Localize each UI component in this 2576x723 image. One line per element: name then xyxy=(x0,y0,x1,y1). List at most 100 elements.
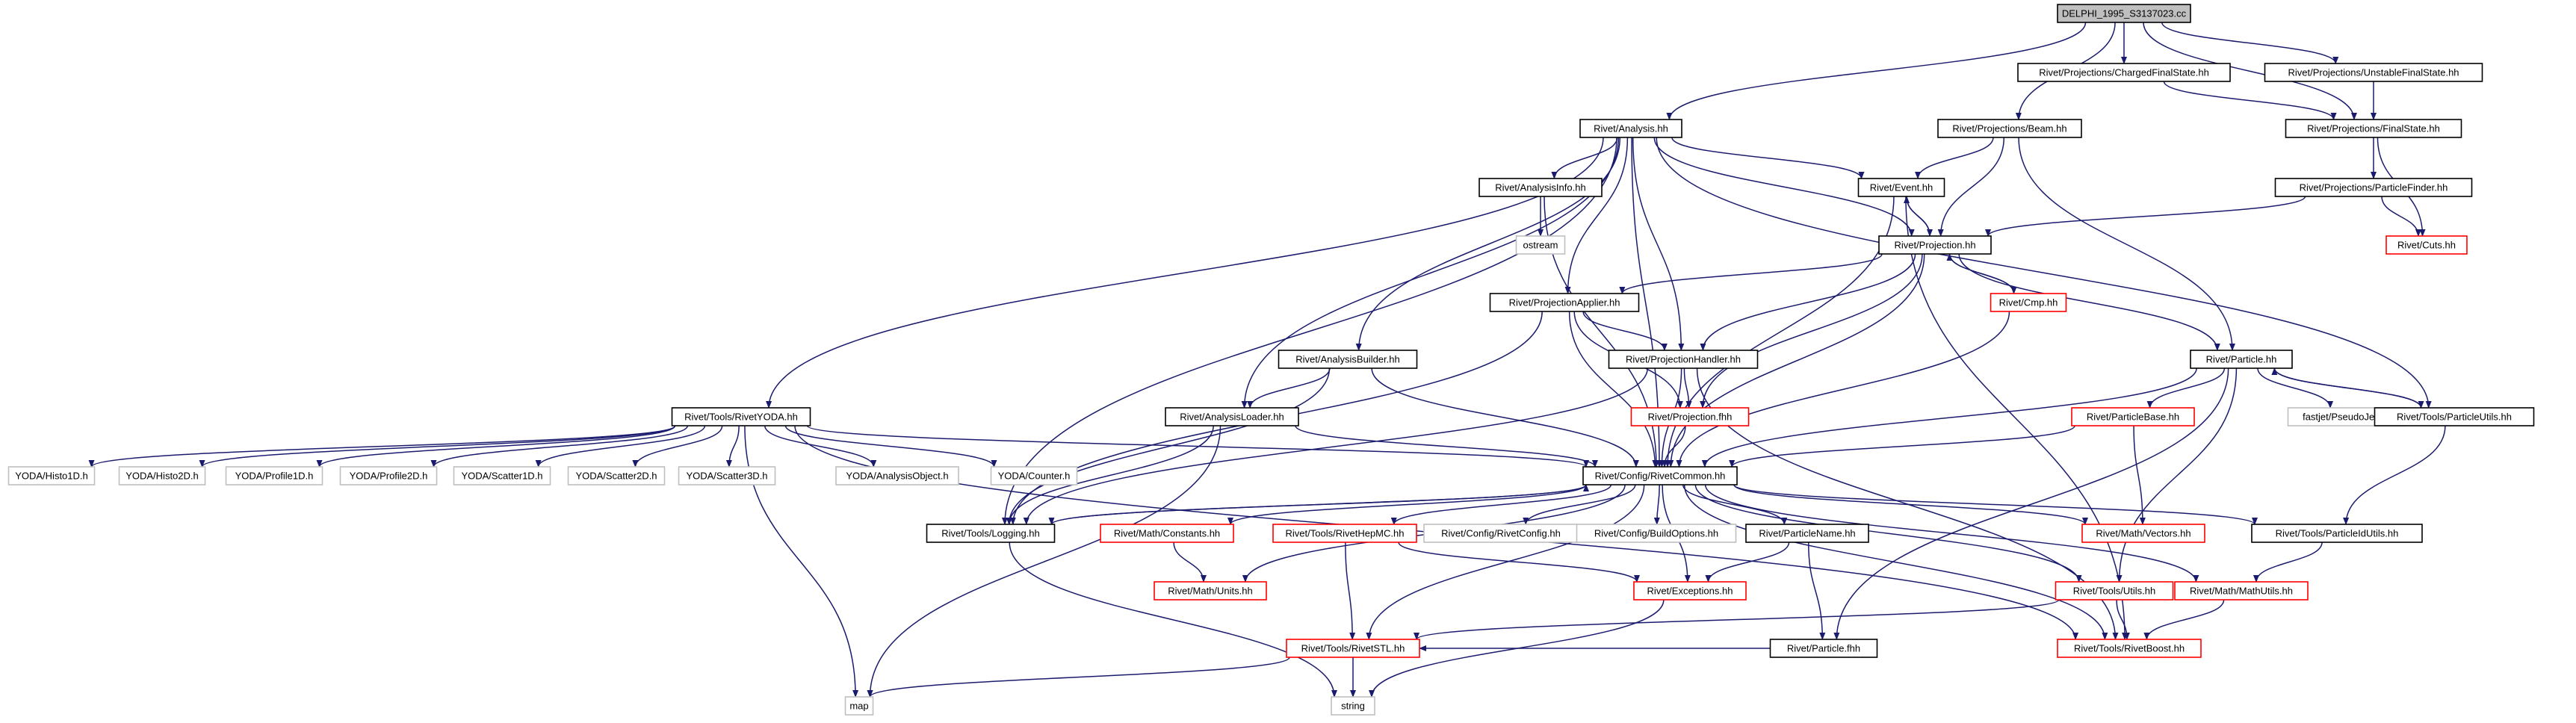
node-box[interactable] xyxy=(2174,581,2309,601)
node-box[interactable] xyxy=(1165,407,1299,426)
node-chfs[interactable]: Rivet/Projections/ChargedFinalState.hh xyxy=(2017,63,2231,82)
node-abuilder[interactable]: Rivet/AnalysisBuilder.hh xyxy=(1278,350,1418,369)
node-box[interactable] xyxy=(835,466,959,485)
node-root[interactable]: DELPHI_1995_S3137023.cc xyxy=(2057,4,2191,23)
node-analysis[interactable]: Rivet/Analysis.hh xyxy=(1579,119,1682,138)
node-h2d[interactable]: YODA/Histo2D.h xyxy=(118,466,206,485)
node-p1d[interactable]: YODA/Profile1D.h xyxy=(225,466,323,485)
node-box[interactable] xyxy=(1278,350,1418,369)
node-mutils[interactable]: Rivet/Math/MathUtils.hh xyxy=(2174,581,2309,601)
node-box[interactable] xyxy=(1745,524,1869,543)
node-box[interactable] xyxy=(2374,407,2535,426)
node-hepmc[interactable]: Rivet/Tools/RivetHepMC.hh xyxy=(1272,524,1417,543)
node-event[interactable]: Rivet/Event.hh xyxy=(1857,178,1945,197)
node-box[interactable] xyxy=(2190,350,2293,369)
node-logging[interactable]: Rivet/Tools/Logging.hh xyxy=(926,524,1056,543)
node-box[interactable] xyxy=(1878,235,1992,255)
node-box[interactable] xyxy=(678,466,776,485)
node-box[interactable] xyxy=(2017,63,2231,82)
node-bopts[interactable]: Rivet/Config/BuildOptions.hh xyxy=(1576,524,1737,543)
node-box[interactable] xyxy=(1100,524,1234,543)
node-papplier[interactable]: Rivet/ProjectionApplier.hh xyxy=(1489,293,1640,312)
node-box[interactable] xyxy=(225,466,323,485)
node-box[interactable] xyxy=(1154,581,1267,601)
node-aobj[interactable]: YODA/AnalysisObject.h xyxy=(835,466,959,485)
node-box[interactable] xyxy=(2385,235,2468,255)
node-box[interactable] xyxy=(1990,293,2067,312)
node-box[interactable] xyxy=(2251,524,2423,543)
node-p2d[interactable]: YODA/Profile2D.h xyxy=(339,466,438,485)
node-h1d[interactable]: YODA/Histo1D.h xyxy=(7,466,96,485)
node-ryoda[interactable]: Rivet/Tools/RivetYODA.hh xyxy=(671,407,811,426)
node-box[interactable] xyxy=(2274,178,2473,197)
node-beam[interactable]: Rivet/Projections/Beam.hh xyxy=(1937,119,2082,138)
node-box[interactable] xyxy=(990,466,1078,485)
node-partf[interactable]: Rivet/Particle.fhh xyxy=(1769,639,1878,658)
node-cmp[interactable]: Rivet/Cmp.hh xyxy=(1990,293,2067,312)
node-box[interactable] xyxy=(1331,696,1375,716)
node-projf[interactable]: Rivet/Projection.fhh xyxy=(1630,407,1750,426)
node-aloader[interactable]: Rivet/AnalysisLoader.hh xyxy=(1165,407,1299,426)
node-box[interactable] xyxy=(1286,639,1420,658)
node-box[interactable] xyxy=(1272,524,1417,543)
node-units[interactable]: Rivet/Math/Units.hh xyxy=(1154,581,1267,601)
node-box[interactable] xyxy=(2285,119,2462,138)
node-s2d[interactable]: YODA/Scatter2D.h xyxy=(567,466,666,485)
node-fs[interactable]: Rivet/Projections/FinalState.hh xyxy=(2285,119,2462,138)
node-boost[interactable]: Rivet/Tools/RivetBoost.hh xyxy=(2057,639,2202,658)
node-box[interactable] xyxy=(1769,639,1878,658)
node-box[interactable] xyxy=(1515,235,1566,255)
node-consts[interactable]: Rivet/Math/Constants.hh xyxy=(1100,524,1234,543)
node-box[interactable] xyxy=(1937,119,2082,138)
node-box[interactable] xyxy=(2081,524,2205,543)
node-tutils[interactable]: Rivet/Tools/Utils.hh xyxy=(2055,581,2174,601)
node-s1d[interactable]: YODA/Scatter1D.h xyxy=(453,466,551,485)
node-box[interactable] xyxy=(453,466,551,485)
node-pidutils[interactable]: Rivet/Tools/ParticleIdUtils.hh xyxy=(2251,524,2423,543)
node-box[interactable] xyxy=(1608,350,1759,369)
node-common[interactable]: Rivet/Config/RivetCommon.hh xyxy=(1582,466,1738,485)
node-box[interactable] xyxy=(7,466,96,485)
node-box[interactable] xyxy=(1582,466,1738,485)
node-box[interactable] xyxy=(1423,524,1579,543)
node-ufs[interactable]: Rivet/Projections/UnstableFinalState.hh xyxy=(2264,63,2483,82)
node-ostream[interactable]: ostream xyxy=(1515,235,1566,255)
node-pf[interactable]: Rivet/Projections/ParticleFinder.hh xyxy=(2274,178,2473,197)
node-box[interactable] xyxy=(1576,524,1737,543)
node-box[interactable] xyxy=(844,696,874,716)
node-s3d[interactable]: YODA/Scatter3D.h xyxy=(678,466,776,485)
node-box[interactable] xyxy=(1630,407,1750,426)
node-phandler[interactable]: Rivet/ProjectionHandler.hh xyxy=(1608,350,1759,369)
node-box[interactable] xyxy=(2264,63,2483,82)
edge-pf-to-cuts xyxy=(2381,196,2421,237)
node-particle[interactable]: Rivet/Particle.hh xyxy=(2190,350,2293,369)
node-box[interactable] xyxy=(1489,293,1640,312)
node-box[interactable] xyxy=(2057,639,2202,658)
node-except[interactable]: Rivet/Exceptions.hh xyxy=(1633,581,1747,601)
node-ainfo[interactable]: Rivet/AnalysisInfo.hh xyxy=(1479,178,1603,197)
node-box[interactable] xyxy=(567,466,666,485)
node-box[interactable] xyxy=(118,466,206,485)
node-box[interactable] xyxy=(339,466,438,485)
node-box[interactable] xyxy=(1633,581,1747,601)
node-proj[interactable]: Rivet/Projection.hh xyxy=(1878,235,1992,255)
node-putils[interactable]: Rivet/Tools/ParticleUtils.hh xyxy=(2374,407,2535,426)
node-pbase[interactable]: Rivet/ParticleBase.hh xyxy=(2071,407,2195,426)
node-string[interactable]: string xyxy=(1331,696,1375,716)
node-box[interactable] xyxy=(671,407,811,426)
node-box[interactable] xyxy=(1579,119,1682,138)
node-stl[interactable]: Rivet/Tools/RivetSTL.hh xyxy=(1286,639,1420,658)
node-counter[interactable]: YODA/Counter.h xyxy=(990,466,1078,485)
node-box[interactable] xyxy=(1479,178,1603,197)
node-rconfig[interactable]: Rivet/Config/RivetConfig.hh xyxy=(1423,524,1579,543)
node-box[interactable] xyxy=(1857,178,1945,197)
node-box[interactable] xyxy=(2057,4,2191,23)
node-map[interactable]: map xyxy=(844,696,874,716)
node-box[interactable] xyxy=(2055,581,2174,601)
edge-pbase-to-vectors xyxy=(2133,425,2146,525)
node-box[interactable] xyxy=(2071,407,2195,426)
node-box[interactable] xyxy=(926,524,1056,543)
node-cuts[interactable]: Rivet/Cuts.hh xyxy=(2385,235,2468,255)
node-pname[interactable]: Rivet/ParticleName.hh xyxy=(1745,524,1869,543)
node-vectors[interactable]: Rivet/Math/Vectors.hh xyxy=(2081,524,2205,543)
